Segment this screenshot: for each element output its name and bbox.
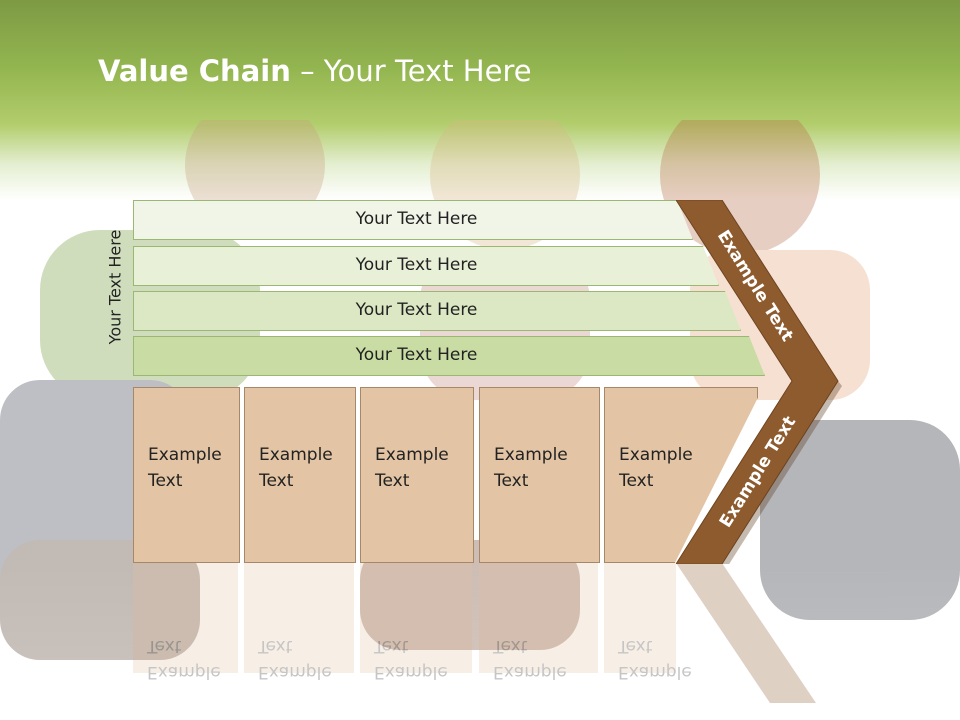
bar-label: Your Text Here [355,300,478,320]
page-title: Value Chain – Your Text Here [98,54,532,88]
title-strong: Value Chain [98,54,291,88]
box-3: Example Text [360,387,474,563]
bar-3: Your Text Here [133,291,741,331]
bar-2: Your Text Here [133,246,719,286]
box-5: Example Text [604,387,758,563]
bar-label: Your Text Here [355,345,478,365]
header-banner [0,0,960,200]
box-label: Example Text [494,445,568,491]
bar-label: Your Text Here [355,209,478,229]
bar-label: Your Text Here [355,255,478,275]
box-label: Example Text [259,445,333,491]
value-chevron: Example Text Example Text [675,199,842,569]
box-label: Example Text [375,445,449,491]
box-2: Example Text [244,387,356,563]
box-label: Example Text [619,445,693,491]
bar-4: Your Text Here [133,336,765,376]
box-1: Example Text [133,387,240,563]
box-label: Example Text [148,445,222,491]
side-label: Your Text Here [105,229,125,345]
title-rest: – Your Text Here [290,54,532,88]
chevron-shape [675,199,842,569]
box-4: Example Text [479,387,600,563]
bar-1: Your Text Here [133,200,693,240]
